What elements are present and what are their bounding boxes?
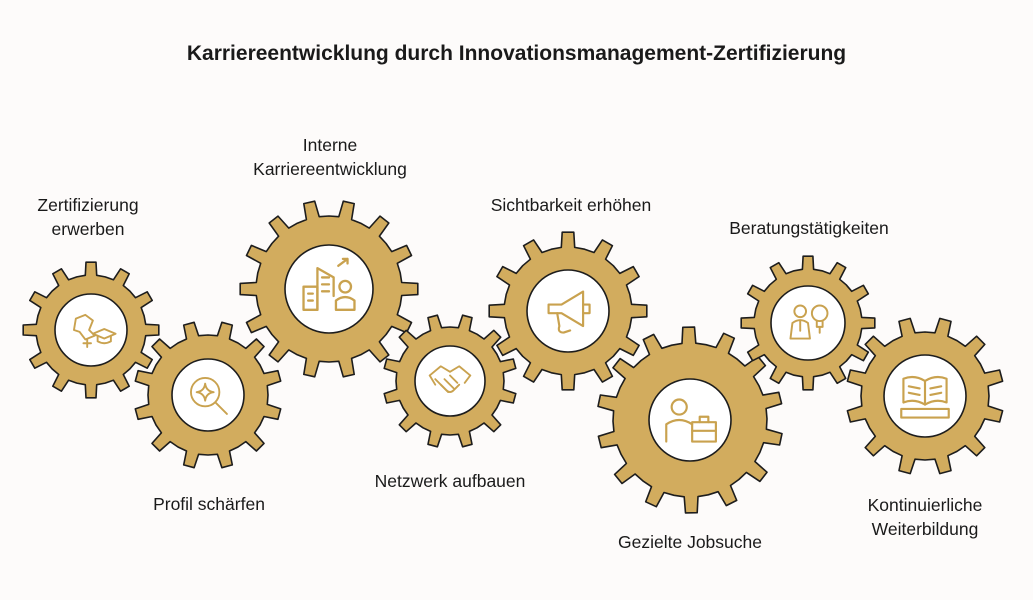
consultant-lightbulb-icon — [789, 304, 829, 340]
magnifier-sparkle-icon — [190, 377, 228, 415]
gear-hub — [54, 293, 128, 367]
gear-gezielte-jobsuche — [597, 326, 783, 514]
open-book-icon — [900, 375, 950, 419]
label-profil-schaerfen: Profil schärfen — [153, 494, 265, 514]
gear-interne-karriereentwicklung — [239, 200, 419, 378]
gear-hub — [648, 378, 732, 462]
gear-beratungstaetigkeiten — [740, 255, 876, 391]
gear-netzwerk-aufbauen — [383, 314, 517, 448]
certificate-graduation-icon — [73, 313, 117, 348]
gear-zertifizierung-erwerben — [22, 261, 160, 399]
diagram-title: Karriereentwicklung durch Innovationsman… — [186, 42, 847, 65]
label-zertifizierung-erwerben: Zertifizierung erwerben — [37, 195, 139, 239]
megaphone-icon — [547, 290, 591, 334]
label-interne-karriereentwicklung: Interne Karriereentwicklung — [253, 135, 407, 179]
label-beratungstaetigkeiten: Beratungstätigkeiten — [729, 218, 889, 238]
gear-kontinuierliche-weiterbildung — [846, 317, 1004, 475]
person-briefcase-icon — [665, 398, 717, 443]
building-person-icon — [302, 257, 356, 312]
label-netzwerk-aufbauen: Netzwerk aufbauen — [374, 471, 526, 491]
label-kontinuierliche-weiterbildung: Kontinuierliche Weiterbildung — [867, 495, 983, 539]
label-gezielte-jobsuche: Gezielte Jobsuche — [618, 532, 762, 552]
handshake-icon — [428, 365, 472, 393]
label-sichtbarkeit-erhoehen: Sichtbarkeit erhöhen — [490, 195, 652, 215]
gear-hub — [526, 269, 610, 353]
gear-sichtbarkeit-erhoehen — [488, 231, 648, 391]
gear-hub — [414, 345, 486, 417]
gear-profil-schaerfen — [134, 321, 282, 469]
gear-hub — [284, 244, 374, 334]
